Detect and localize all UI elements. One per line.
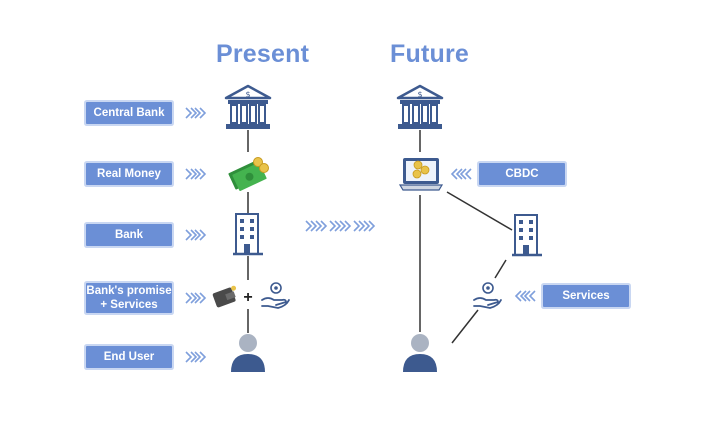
bank-building-icon bbox=[512, 214, 542, 257]
central-bank-icon: $ bbox=[224, 84, 272, 129]
line-services-user bbox=[451, 309, 479, 344]
chevrons-bank bbox=[185, 229, 206, 241]
label-real-money: Real Money bbox=[86, 163, 172, 185]
label-cbdc: CBDC bbox=[479, 163, 565, 185]
label-bank: Bank bbox=[86, 224, 172, 246]
end-user-icon bbox=[231, 334, 265, 372]
coins-icon bbox=[253, 157, 269, 173]
laptop-cbdc-icon bbox=[398, 158, 444, 191]
end-user-icon bbox=[403, 334, 437, 372]
line-cbdc-bank bbox=[446, 191, 513, 231]
label-banks-promise-line2: + Services bbox=[100, 299, 158, 311]
service-hand-icon bbox=[473, 282, 502, 309]
chevrons-end-user bbox=[185, 351, 206, 363]
chevrons-services bbox=[515, 290, 536, 302]
chevrons-banks-promise bbox=[185, 292, 206, 304]
label-banks-promise-line1: Bank's promise bbox=[86, 285, 172, 297]
line-bank-services bbox=[494, 259, 507, 279]
central-bank-icon: $ bbox=[396, 84, 444, 129]
future-heading: Future bbox=[390, 40, 469, 68]
chevrons-central-bank bbox=[185, 107, 206, 119]
money-bills-icon bbox=[228, 161, 267, 191]
label-banks-promise: Bank's promise + Services bbox=[86, 283, 172, 313]
chevrons-transition bbox=[305, 220, 375, 232]
label-services: Services bbox=[543, 285, 629, 307]
future-connector-lines bbox=[419, 130, 513, 344]
label-end-user: End User bbox=[86, 346, 172, 368]
chevrons-real-money bbox=[185, 168, 206, 180]
chevrons-cbdc bbox=[451, 168, 472, 180]
bank-building-icon bbox=[233, 213, 263, 256]
plus-sign: + bbox=[243, 289, 252, 306]
present-heading: Present bbox=[216, 40, 310, 68]
svg-text:$: $ bbox=[245, 90, 250, 99]
label-central-bank: Central Bank bbox=[86, 102, 172, 124]
service-hand-icon bbox=[261, 282, 290, 309]
wallet-icon bbox=[212, 285, 237, 308]
svg-text:$: $ bbox=[417, 90, 422, 99]
